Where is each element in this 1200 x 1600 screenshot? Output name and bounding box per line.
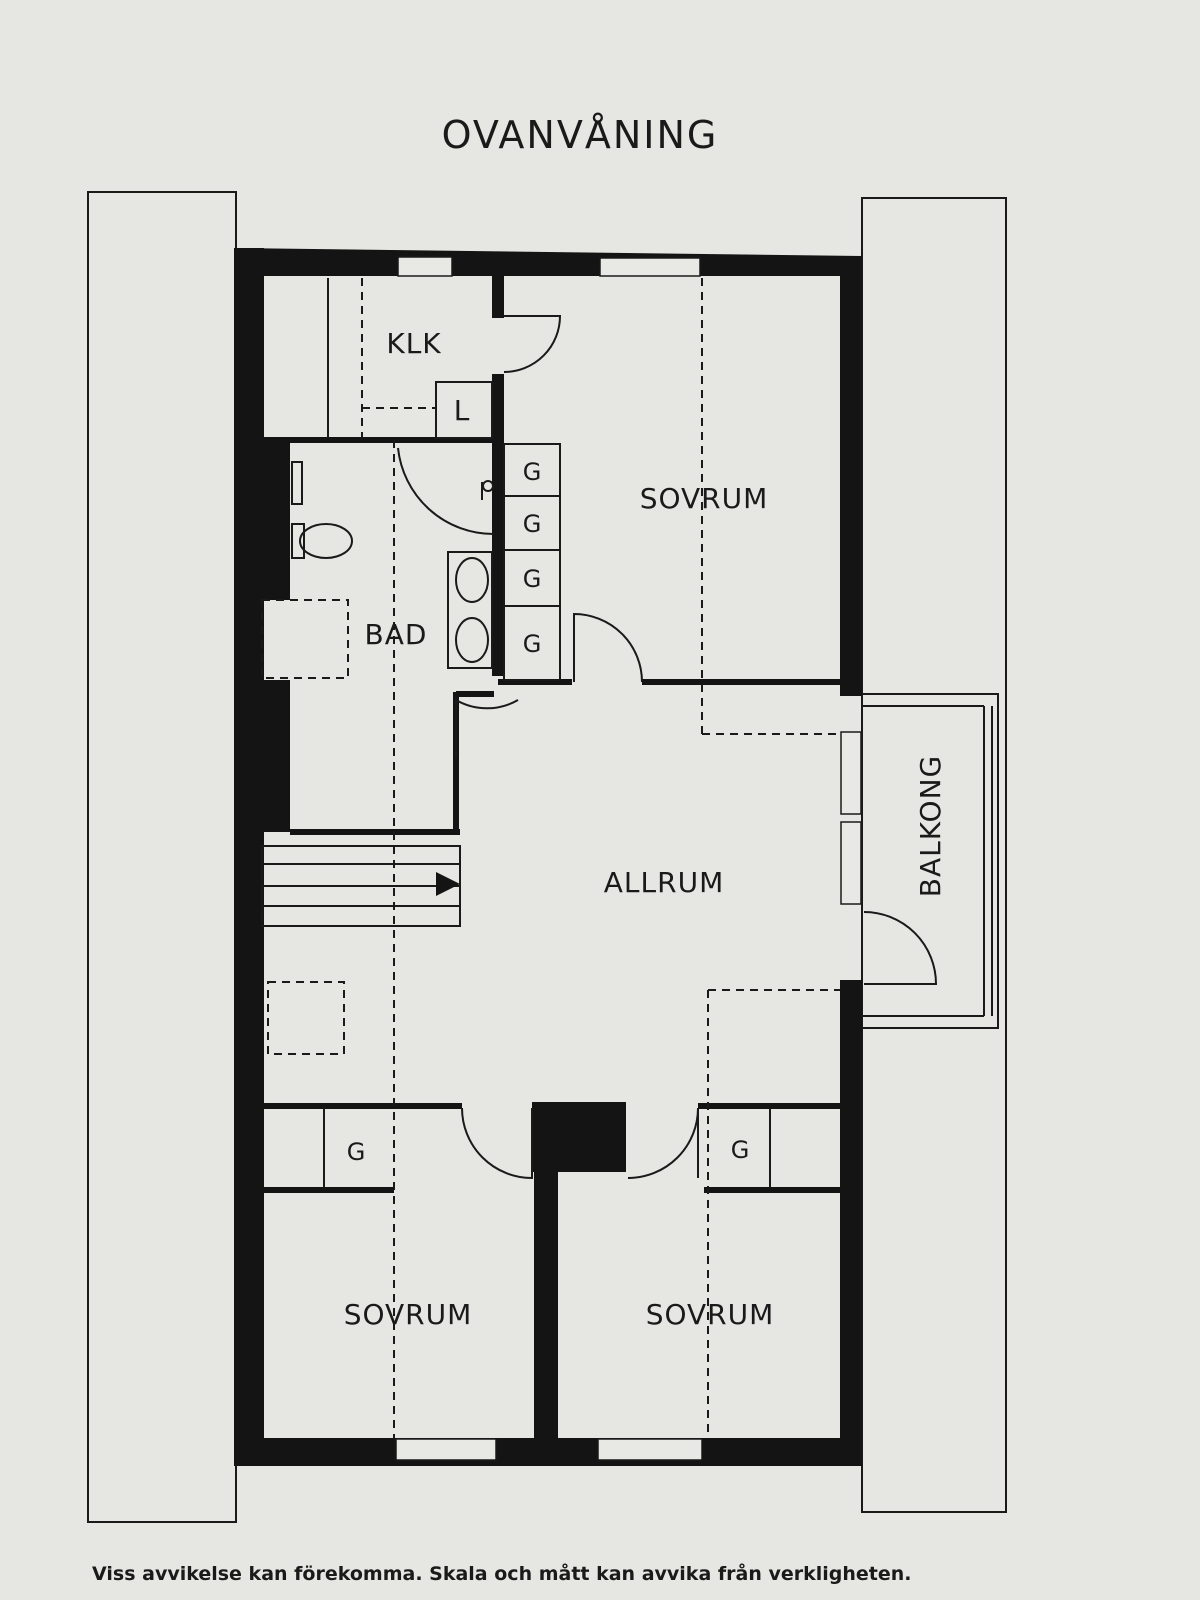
fixtures bbox=[261, 278, 840, 1438]
door-bath-inner bbox=[397, 447, 495, 536]
window-bedroom-left bbox=[395, 1438, 497, 1461]
doors bbox=[397, 315, 938, 1180]
label-wardrobe-2: G bbox=[523, 510, 542, 538]
interior-walls bbox=[262, 276, 846, 1438]
window-balcony-1 bbox=[840, 731, 862, 815]
door-bath bbox=[455, 698, 519, 758]
label-klk: KLK bbox=[386, 327, 441, 360]
disclaimer: Viss avvikelse kan förekomma. Skala och … bbox=[92, 1561, 912, 1585]
label-bath: BAD bbox=[365, 618, 428, 651]
skylight bbox=[267, 981, 345, 1055]
door-bedroom-left bbox=[461, 1107, 533, 1180]
toilet-icon bbox=[291, 523, 353, 559]
stair-arrow-icon bbox=[436, 872, 460, 896]
room-labels: KLK L BAD SOVRUM ALLRUM BALKONG SOVRUM S… bbox=[344, 327, 947, 1331]
outer-walls bbox=[234, 248, 862, 1466]
label-laundry: L bbox=[454, 394, 471, 427]
door-balcony bbox=[863, 911, 938, 985]
faucet-icon bbox=[481, 480, 494, 500]
left-side-panel bbox=[87, 191, 237, 1523]
label-wardrobe-6: G bbox=[731, 1136, 750, 1164]
door-bedroom-top bbox=[573, 612, 643, 683]
window-bedroom-right bbox=[597, 1438, 703, 1461]
windows bbox=[395, 256, 862, 1461]
window-klk bbox=[397, 256, 453, 277]
label-bedroom-top: SOVRUM bbox=[640, 482, 769, 515]
label-wardrobe-5: G bbox=[347, 1138, 366, 1166]
label-bedroom-bottom-left: SOVRUM bbox=[344, 1298, 473, 1331]
window-balcony-2 bbox=[840, 821, 862, 905]
label-balcony: BALKONG bbox=[914, 755, 947, 897]
wardrobe-labels: G G G G G G bbox=[347, 458, 750, 1166]
label-wardrobe-4: G bbox=[523, 630, 542, 658]
label-family-room: ALLRUM bbox=[604, 866, 724, 899]
window-bedroom-top bbox=[599, 257, 701, 277]
radiator-icon bbox=[291, 461, 303, 505]
sink-icon bbox=[447, 551, 493, 669]
door-klk bbox=[503, 315, 562, 373]
shower-area bbox=[261, 599, 349, 679]
door-bedroom-right bbox=[627, 1107, 699, 1179]
label-wardrobe-1: G bbox=[523, 458, 542, 486]
label-wardrobe-3: G bbox=[523, 565, 542, 593]
laundry-box bbox=[435, 381, 493, 439]
label-bedroom-bottom-right: SOVRUM bbox=[646, 1298, 775, 1331]
balcony bbox=[861, 693, 999, 1029]
floor-title: OVANVÅNING bbox=[442, 113, 719, 157]
staircase bbox=[261, 845, 461, 927]
